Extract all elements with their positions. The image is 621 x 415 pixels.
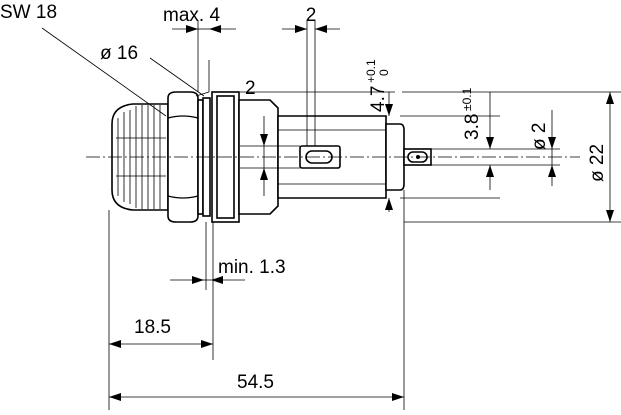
extension-lines xyxy=(108,20,621,410)
flange xyxy=(211,91,240,223)
front-length-label: 18.5 xyxy=(134,317,171,338)
body-diameter-label: ø 22 xyxy=(587,144,608,182)
min-panel-label: min. 1.3 xyxy=(218,257,286,278)
collar-diameter-label: ø 16 xyxy=(100,43,138,64)
dim-b-tol: ±0.1 xyxy=(460,87,474,111)
pin-diameter-label: ø 2 xyxy=(529,123,550,150)
wrench-size-label: SW 18 xyxy=(0,2,57,23)
dim-b-group: 3.8 ±0.1 xyxy=(460,87,483,140)
total-length-label: 54.5 xyxy=(237,372,274,393)
dim-a-tol-lower: 0 xyxy=(377,69,391,76)
tab-width-label: 2 xyxy=(245,78,256,99)
max-thickness-label: max. 4 xyxy=(163,5,220,26)
dim-b-label: 3.8 xyxy=(462,114,483,140)
dimension-lines xyxy=(41,25,614,401)
dimension-labels: SW 18 max. 4 2 ø 16 2 min. 1.3 18.5 54.5… xyxy=(0,2,608,393)
dim-a-tol-upper: +0.1 xyxy=(364,59,378,83)
dim-a-group: 4.7 +0.1 0 xyxy=(364,59,391,112)
dim-a-label: 4.7 xyxy=(368,86,389,112)
slot-width-label: 2 xyxy=(306,5,317,26)
